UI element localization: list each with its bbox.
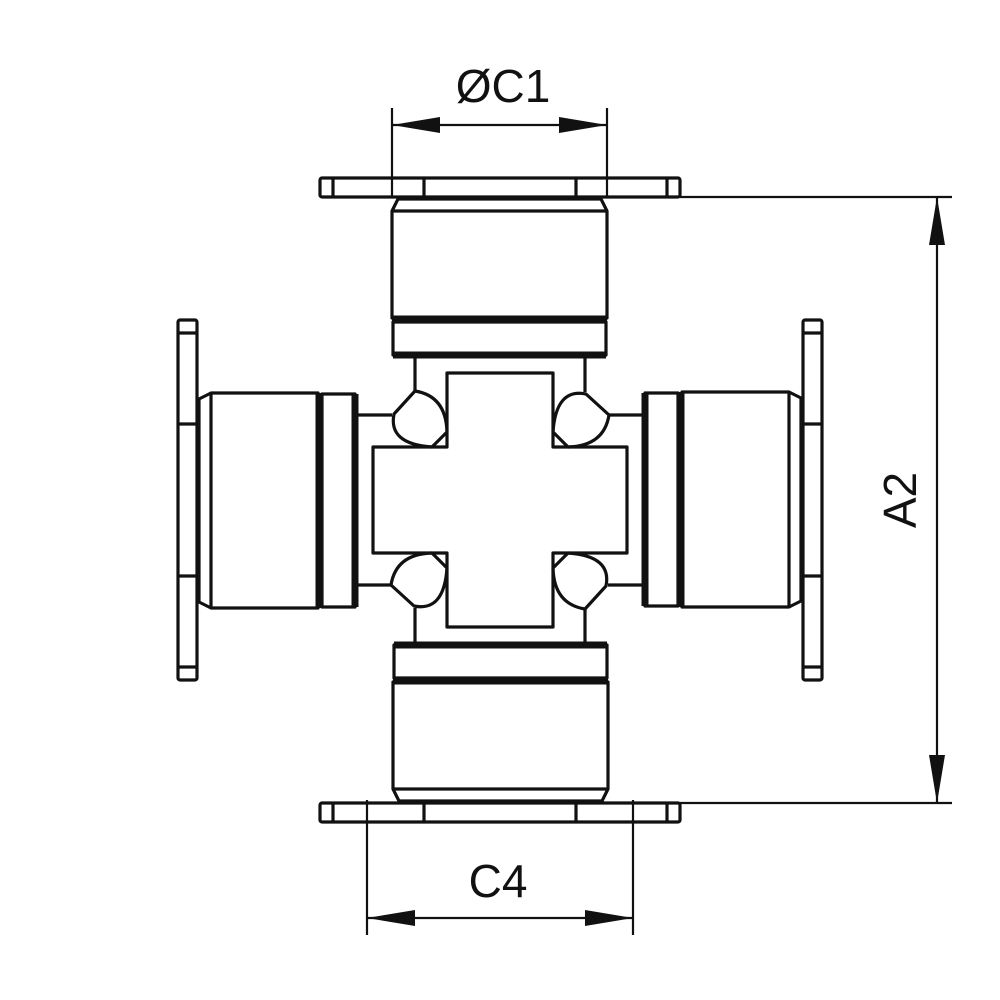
top-bearing-cup [320,178,680,447]
dimension-label-c4: C4 [469,855,528,907]
dimension-label-a2: A2 [874,472,926,528]
right-bearing-cup [553,320,822,680]
dimension-a2: A2 [680,195,952,805]
dimension-c1: ØC1 [390,60,609,197]
bottom-bearing-cup [320,553,680,822]
dimension-label-c1: ØC1 [456,60,551,112]
left-bearing-cup [178,320,447,680]
dimension-c4: C4 [365,800,635,935]
cross-spider [371,371,629,629]
